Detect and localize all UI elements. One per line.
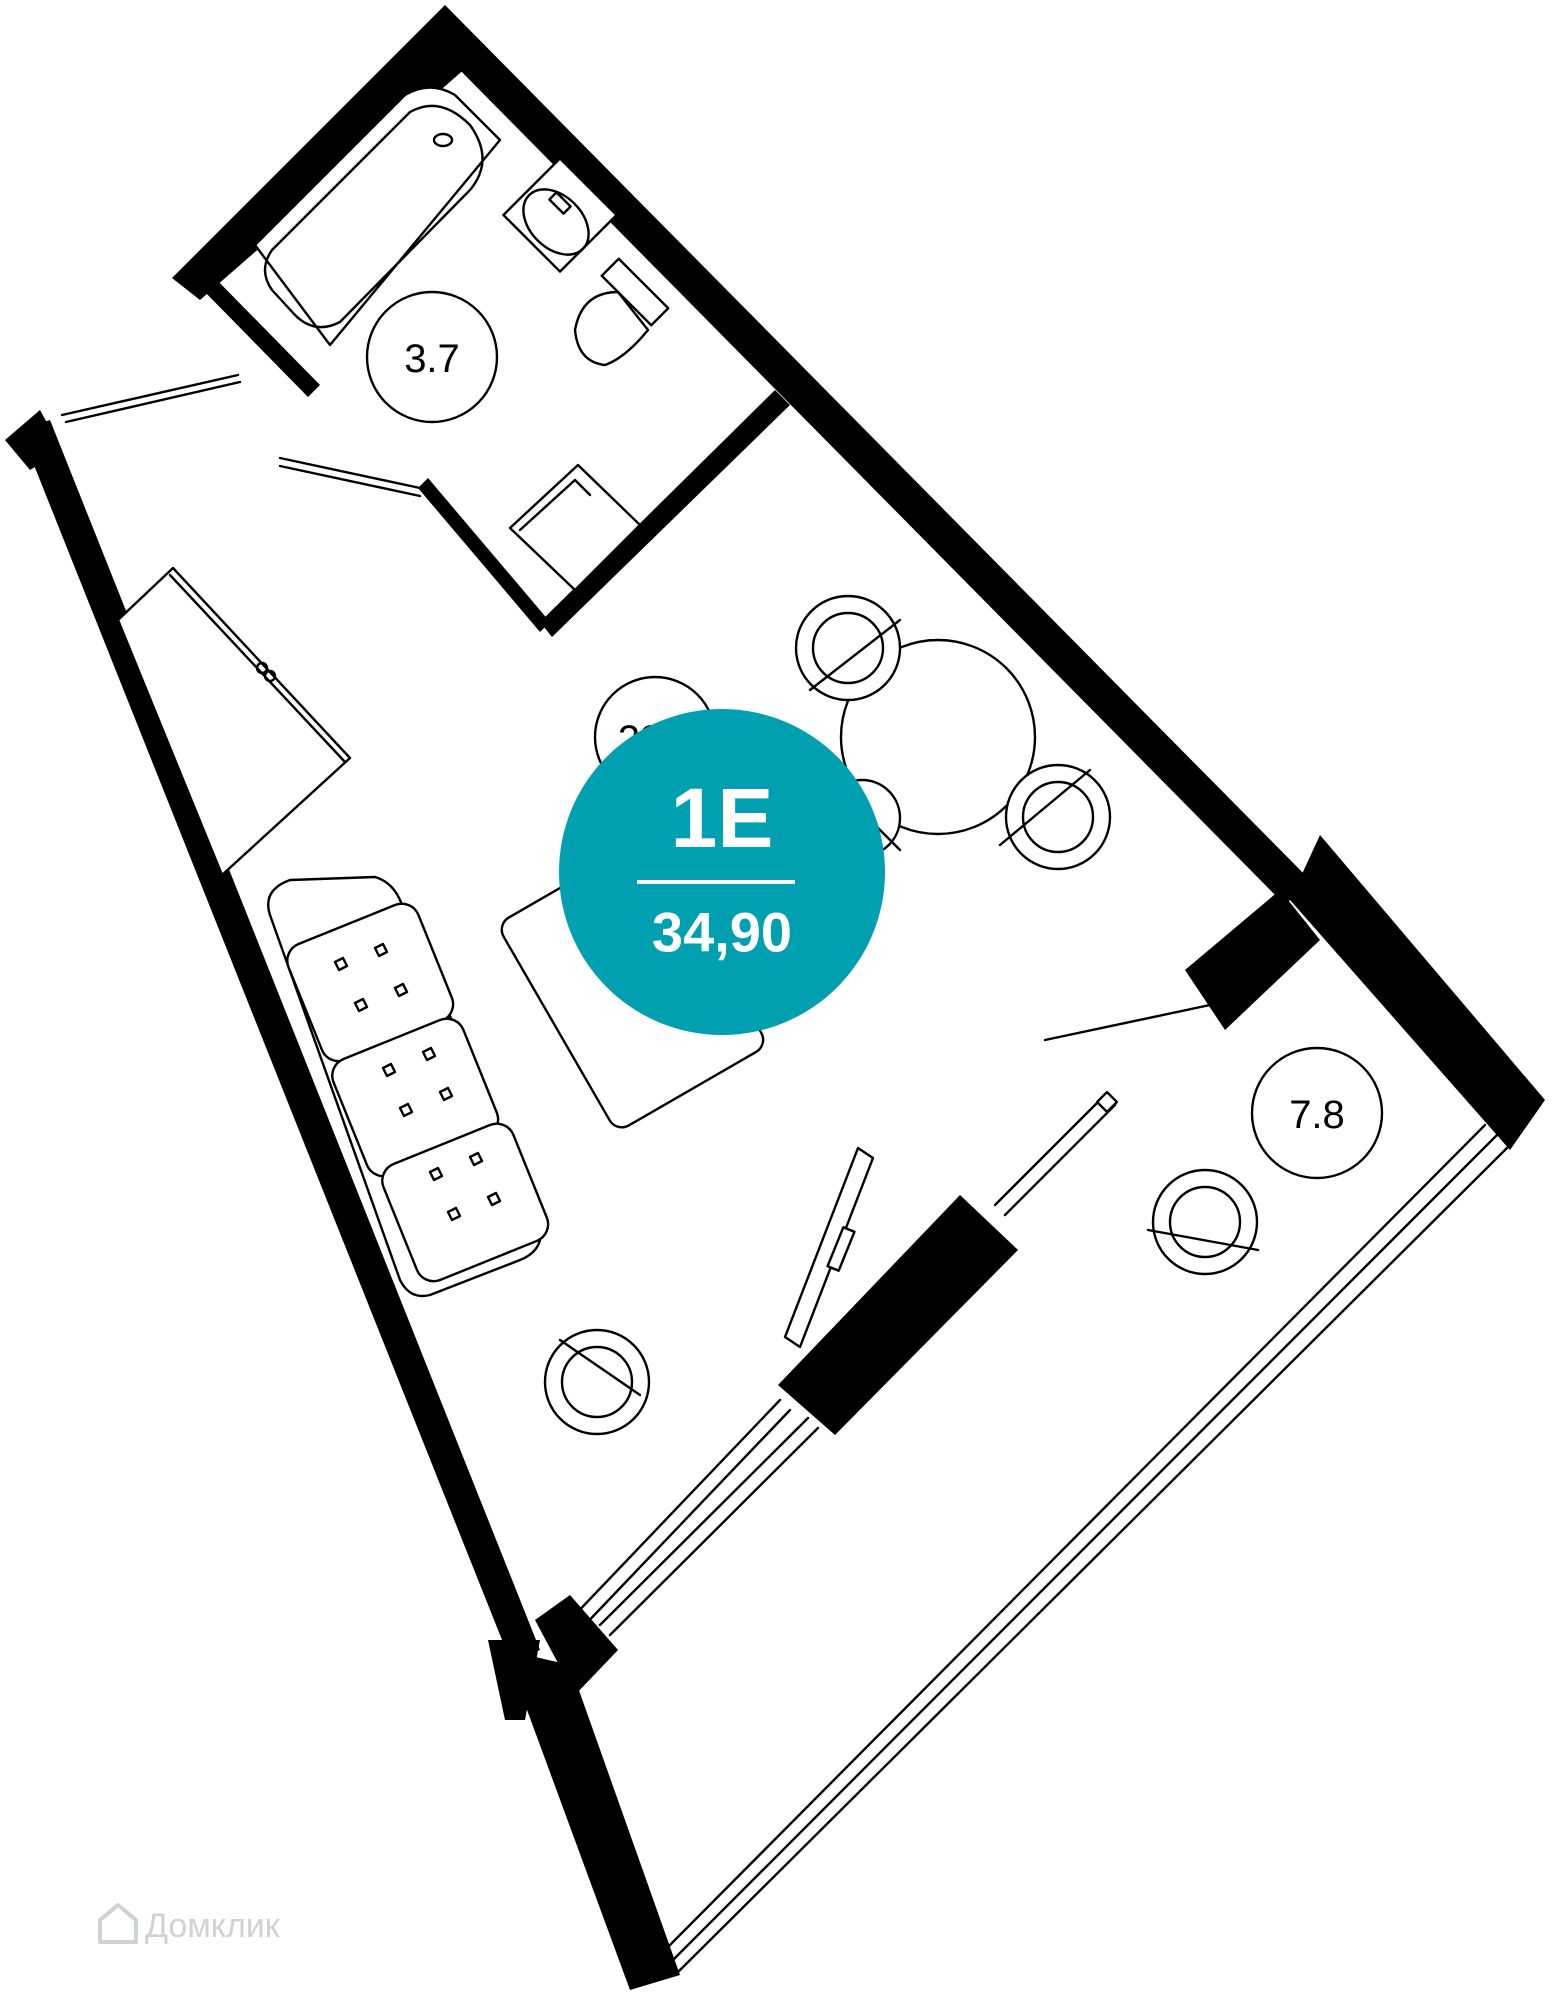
apartment-badge: 1E 34,90 (559, 709, 885, 1035)
sink-basin (522, 188, 590, 256)
wall-bathroom-right (540, 390, 790, 637)
sink-cabinet (502, 157, 618, 273)
chair-2 (998, 763, 1112, 871)
balcony-door-glazing-2 (578, 1408, 792, 1632)
sofa (267, 875, 550, 1298)
wall-left-main (20, 420, 540, 1660)
balcony-furniture (1146, 1168, 1260, 1276)
wall-balcony-divider (778, 1195, 1018, 1435)
wall-left-bottom (505, 1650, 680, 1990)
window-upper-glazing-1 (993, 1093, 1107, 1207)
wall-column-right (1185, 890, 1320, 1030)
doors (60, 373, 1212, 1042)
room-label-balcony: 7.8 (1250, 1046, 1384, 1180)
tv-stand (826, 1226, 856, 1272)
door-bathroom-leaf (278, 456, 422, 490)
wall-column-bottom-left (535, 1595, 618, 1695)
house-icon (98, 1903, 138, 1944)
wall-bathroom-top-left (172, 5, 475, 300)
bathroom-fixtures (253, 86, 670, 592)
balcony-door-glazing-4 (608, 1426, 820, 1637)
balcony-glazing-inner (658, 1123, 1487, 1957)
bathtub (253, 86, 502, 347)
window-upper-cap (1095, 1090, 1119, 1114)
chair-1 (794, 594, 902, 702)
wall-bathroom-left-stub (198, 273, 320, 397)
badge-area: 34,90 (652, 901, 792, 964)
room-label-bathroom: 3.7 (365, 290, 499, 424)
balcony-glazing-mid (666, 1133, 1499, 1967)
badge-circle (559, 709, 885, 1035)
balcony-glazing-outer (673, 1143, 1512, 1977)
door-entry-leaf-2 (64, 380, 242, 424)
bathtub-inner (263, 104, 484, 329)
toilet-tank (600, 257, 670, 327)
balcony-door-glazing-1 (568, 1398, 782, 1622)
door-bathroom-leaf-2 (278, 464, 422, 498)
sofa-buttons (333, 942, 502, 1222)
washing-machine-door (518, 478, 592, 532)
balcony-chair (1146, 1168, 1260, 1276)
chair-4 (543, 1328, 651, 1436)
room-label-balcony-text: 7.8 (1289, 1093, 1345, 1137)
watermark: Домклик (98, 1903, 281, 1945)
bathtub-drain (432, 132, 454, 148)
room-label-bathroom-text: 3.7 (404, 337, 460, 381)
watermark-text: Домклик (145, 1907, 281, 1945)
wardrobe-handle-2 (263, 669, 277, 683)
badge-code: 1E (671, 771, 774, 865)
washing-machine (508, 463, 642, 592)
door-entry-leaf (60, 373, 240, 417)
wardrobe-handle (255, 661, 269, 675)
wall-left-top-cap (5, 410, 62, 470)
wall-bathroom-lower (418, 478, 550, 632)
wardrobe (116, 566, 352, 877)
dining-table (839, 638, 1037, 836)
walls (5, 5, 1545, 1990)
tv (783, 1146, 875, 1349)
toilet-bowl (573, 290, 650, 367)
balcony-door-glazing-3 (598, 1416, 810, 1627)
door-balcony-leaf (1043, 1003, 1212, 1042)
windows (568, 1090, 1512, 1977)
wall-right-main (445, 5, 1310, 905)
window-upper-glazing-2 (1003, 1103, 1117, 1217)
wall-right-lower (1290, 835, 1545, 1150)
sink-faucet (548, 191, 572, 215)
sofa-cushion-3 (381, 1122, 550, 1283)
living-furniture (116, 566, 1112, 1436)
wall-column-bottom-left-2 (488, 1640, 540, 1720)
